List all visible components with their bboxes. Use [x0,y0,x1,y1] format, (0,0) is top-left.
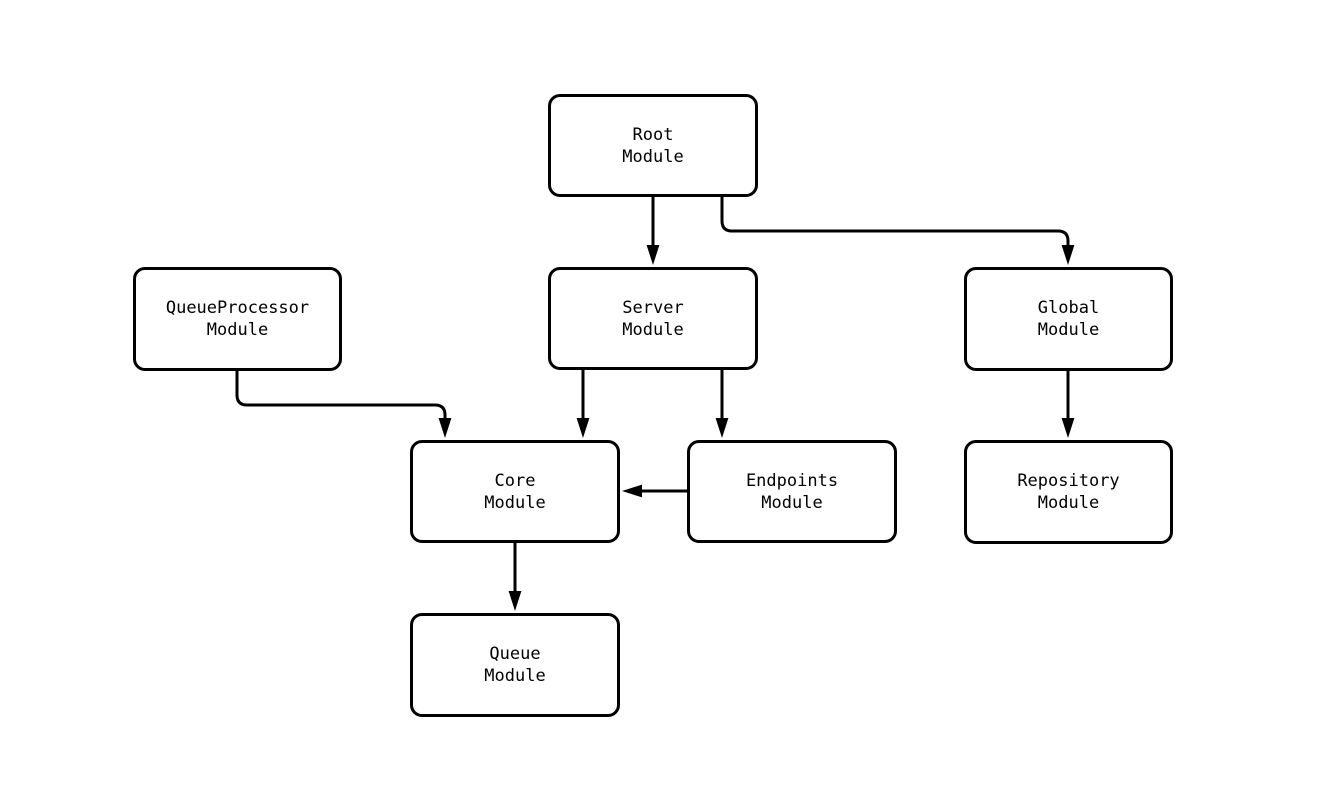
node-label: Server Module [622,297,684,340]
edge-root-to-global [720,197,1068,253]
node-core-module[interactable]: Core Module [410,440,620,543]
node-repository-module[interactable]: Repository Module [964,440,1173,544]
node-label: Core Module [484,470,546,513]
node-endpoints-module[interactable]: Endpoints Module [687,440,897,543]
node-label: Global Module [1037,298,1100,340]
node-label: QueueProcessor Module [165,298,310,340]
node-server-module[interactable]: Server Module [548,267,758,370]
node-label: Repository Module [1017,471,1120,513]
node-label: Endpoints Module [745,470,839,513]
node-label: Root Module [622,124,684,167]
node-queue-module[interactable]: Queue Module [410,613,620,717]
edge-queueprocessor-to-core [235,371,445,426]
node-global-module[interactable]: Global Module [964,267,1173,371]
node-queueprocessor-module[interactable]: QueueProcessor Module [133,267,342,371]
node-label: Queue Module [484,644,546,686]
node-root-module[interactable]: Root Module [548,94,758,197]
